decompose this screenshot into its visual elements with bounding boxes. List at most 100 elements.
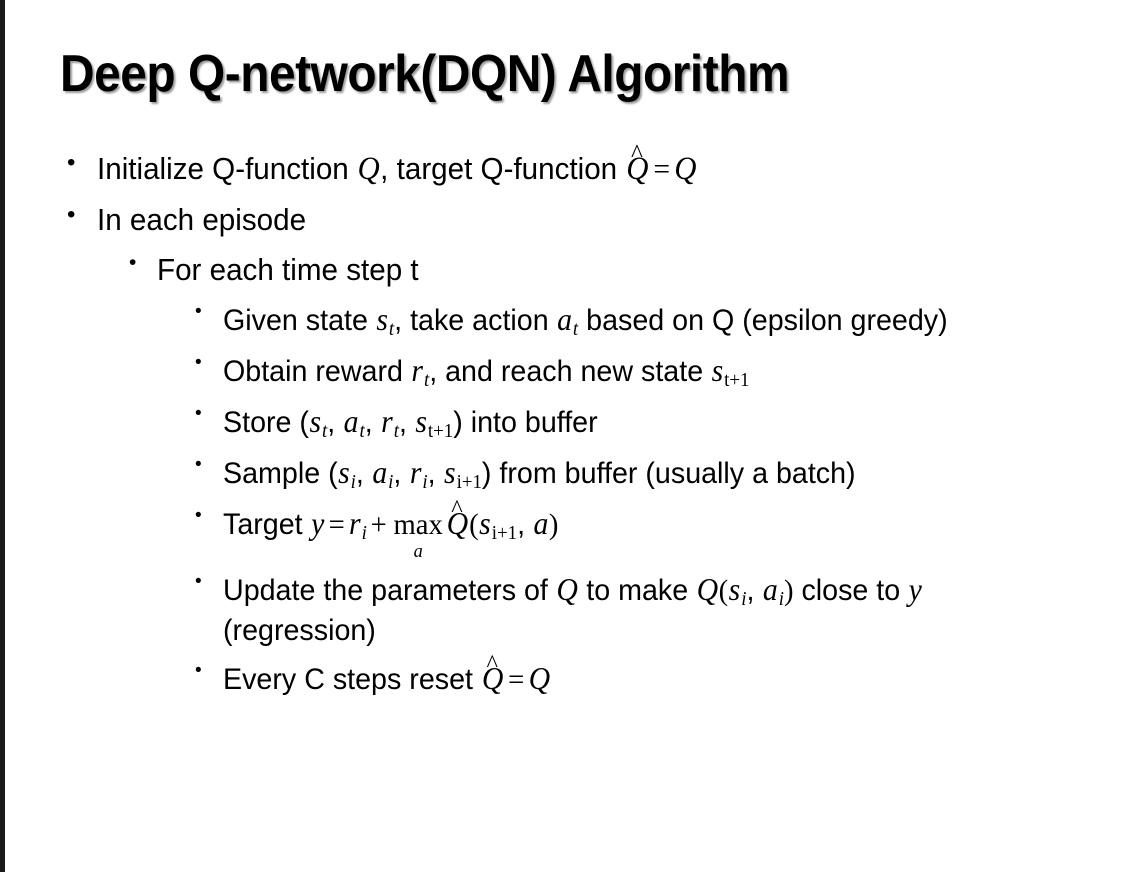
bullet-marker-icon: •	[195, 453, 202, 475]
bullet-marker-icon: •	[67, 200, 76, 228]
math-var-a: a	[343, 403, 359, 439]
math-comma: ,	[393, 456, 410, 490]
math-tuple: si, ai, ri, si+1	[338, 454, 482, 493]
math-var-q: Q	[556, 571, 578, 607]
math-var-s: s	[309, 403, 322, 439]
math-var-q: Q	[357, 150, 380, 186]
math-var-y: y	[908, 571, 922, 607]
math-var-s: s	[415, 403, 427, 439]
bullet-text-post: close to	[793, 573, 909, 607]
math-comma: ,	[355, 456, 372, 490]
bullet-item-sample-batch: • Sample (si, ai, ri, si+1) from buffer …	[5, 453, 1124, 495]
bullet-text: Given state st, take action at based on …	[223, 300, 1073, 342]
math-state-s-t: st	[376, 301, 394, 340]
bullet-marker-icon: •	[67, 149, 76, 176]
math-subscript-t: t	[572, 317, 579, 340]
bullet-text-mid: , target Q-function	[380, 151, 626, 186]
bullet-marker-icon: •	[129, 250, 137, 274]
math-var-s: s	[479, 506, 491, 542]
bullet-list: • Initialize Q-function Q, target Q-func…	[5, 140, 1124, 707]
math-subscript-i: i	[741, 587, 747, 610]
bullet-item-in-each-episode: • In each episode	[5, 200, 1124, 239]
bullet-text: Obtain reward rt, and reach new state st…	[223, 351, 1073, 393]
math-subscript-t: t	[388, 317, 395, 340]
math-qhat-base: Q	[481, 660, 504, 696]
bullet-item-update-parameters: • Update the parameters of Q to make Q(s…	[5, 570, 1124, 650]
bullet-item-initialize: • Initialize Q-function Q, target Q-func…	[5, 140, 1124, 189]
math-operator-equals: =	[508, 662, 525, 696]
math-state-s-t-plus-1: st+1	[711, 352, 750, 391]
math-max-underscript: a	[413, 540, 423, 562]
bullet-marker-icon: •	[195, 402, 202, 424]
math-var-s: s	[728, 571, 741, 607]
math-subscript-i: i	[350, 471, 356, 494]
math-qhat-equals-q: ^Q=Q	[481, 651, 551, 696]
math-var-a: a	[762, 571, 778, 607]
math-subscript-t: t	[423, 368, 430, 391]
math-comma: ,	[398, 405, 415, 439]
math-reward-r-t: rt	[411, 352, 429, 391]
bullet-text: Store (st, at, rt, st+1) into buffer	[223, 402, 1073, 444]
math-var-a: a	[372, 454, 388, 490]
bullet-text-post: ) into buffer	[453, 405, 598, 439]
math-subscript-t: t	[393, 420, 399, 442]
bullet-item-obtain-reward: • Obtain reward rt, and reach new state …	[5, 351, 1124, 393]
math-var-s: s	[444, 454, 456, 490]
page-title: Deep Q-network(DQN) Algorithm	[60, 45, 790, 103]
bullet-text: Initialize Q-function Q, target Q-functi…	[97, 140, 1052, 189]
math-paren-open: (	[469, 508, 479, 542]
math-comma: ,	[517, 508, 533, 542]
math-qhat: ^Q	[625, 140, 649, 189]
math-var-r: r	[409, 454, 422, 490]
bullet-text-post: ) from buffer (usually a batch)	[481, 456, 856, 490]
math-var-q: Q	[528, 660, 551, 696]
math-comma: ,	[364, 405, 381, 439]
bullet-text-pre: Given state	[223, 303, 376, 337]
math-qhat: ^Q	[481, 651, 504, 698]
bullet-text-pre: Update the parameters of	[223, 573, 556, 607]
math-subscript-i-plus-1: i+1	[456, 471, 482, 494]
bullet-text-pre: Sample (	[223, 456, 338, 490]
math-subscript-i: i	[388, 471, 394, 494]
math-qhat-equals-q: ^Q=Q	[625, 140, 697, 189]
math-operator-equals: =	[328, 508, 345, 542]
math-var-s: s	[376, 301, 388, 337]
math-subscript-i: i	[422, 471, 428, 494]
math-qhat-base: Q	[626, 150, 649, 186]
bullet-marker-icon: •	[195, 570, 202, 592]
bullet-text-pre: Obtain reward	[223, 354, 411, 388]
math-comma: ,	[427, 456, 444, 490]
math-operator-equals: =	[653, 151, 671, 186]
math-var-r: r	[349, 506, 361, 542]
bullet-marker-icon: •	[195, 505, 202, 527]
bullet-text-mid: , and reach new state	[429, 354, 712, 388]
bullet-text-pre: Target	[223, 508, 311, 542]
bullet-item-reset-target-network: • Every C steps reset ^Q=Q	[5, 651, 1124, 699]
bullet-text: Every C steps reset ^Q=Q	[223, 651, 1073, 699]
bullet-text-mid: to make	[578, 573, 697, 607]
bullet-text-tail: (regression)	[223, 613, 376, 647]
math-action-a-t: at	[557, 301, 578, 340]
math-comma: ,	[746, 573, 763, 607]
bullet-text-post: based on Q (epsilon greedy)	[578, 303, 948, 337]
math-var-s: s	[711, 352, 724, 388]
math-var-s: s	[338, 454, 350, 490]
math-subscript-i-plus-1: i+1	[491, 522, 518, 545]
math-tuple: st, at, rt, st+1	[309, 403, 453, 442]
math-paren-close: )	[548, 508, 559, 542]
math-comma: ,	[327, 405, 344, 439]
bullet-item-given-state: • Given state st, take action at based o…	[5, 300, 1124, 342]
math-var-a: a	[557, 301, 572, 337]
bullet-text: Update the parameters of Q to make Q(si,…	[223, 570, 1073, 650]
math-var-r: r	[411, 352, 423, 388]
bullet-item-store-transition: • Store (st, at, rt, st+1) into buffer	[5, 402, 1124, 444]
bullet-marker-icon: •	[195, 300, 202, 322]
math-qhat: ^Q	[446, 496, 469, 543]
math-var-q2: Q	[696, 571, 719, 607]
math-q-of-s-a: Q(si, ai)	[696, 571, 794, 610]
math-paren-open: (	[718, 573, 729, 607]
